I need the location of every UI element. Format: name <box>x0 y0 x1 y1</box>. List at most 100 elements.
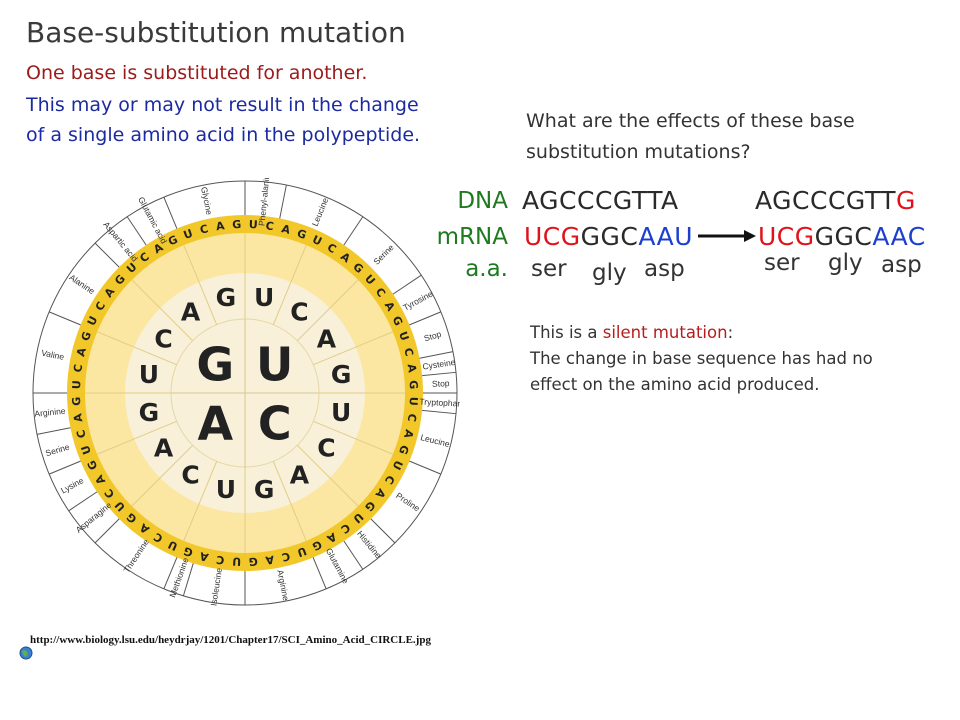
second-ring-divider <box>183 244 218 325</box>
second-ring-divider <box>96 331 177 366</box>
second-base-G: G <box>331 360 352 389</box>
amino-acid-divider <box>279 184 287 219</box>
third-base-G: G <box>248 555 258 568</box>
mutated-dna: AGCCCGTTG <box>755 186 916 215</box>
explanation-prefix: This is a <box>530 323 603 342</box>
original-aa-2: gly <box>592 260 627 286</box>
second-ring-divider <box>296 279 359 342</box>
third-base-G: G <box>396 443 411 456</box>
question-line-2: substitution mutations? <box>526 141 751 163</box>
amino-acid-divider <box>68 491 98 512</box>
third-base-A: A <box>405 363 419 374</box>
second-base-A: A <box>317 325 337 354</box>
amino-acid-divider <box>312 557 327 590</box>
first-base-U: U <box>256 337 293 391</box>
third-base-U: U <box>407 396 420 406</box>
page-title: Base-substitution mutation <box>26 16 406 49</box>
original-aa-1: ser <box>531 256 567 282</box>
amino-acid-divider <box>409 460 442 475</box>
second-ring-divider <box>272 244 307 325</box>
second-base-U: U <box>139 360 159 389</box>
amino-acid-divider <box>409 311 442 326</box>
second-base-A: A <box>154 433 174 462</box>
amino-acid-divider <box>343 540 364 570</box>
second-base-A: A <box>181 298 201 327</box>
amino-acid-label: Arginine <box>34 406 66 419</box>
amino-acid-divider <box>36 427 71 435</box>
amino-acid-label: Valine <box>41 348 66 362</box>
mutated-aa-1: ser <box>764 250 800 276</box>
second-base-C: C <box>181 460 199 489</box>
third-base-A: A <box>401 428 416 440</box>
amino-acid-divider <box>422 409 457 415</box>
second-ring-divider <box>313 420 394 455</box>
mutated-dna-unchanged: AGCCCGTT <box>755 186 896 215</box>
intro-line-2: This may or may not result in the change <box>26 94 419 116</box>
third-base-U: U <box>79 443 94 456</box>
third-base-C: C <box>401 347 416 358</box>
mutated-codon-2: GGC <box>814 222 873 251</box>
third-base-A: A <box>71 412 85 423</box>
second-ring-divider <box>183 461 218 542</box>
second-ring-divider <box>296 444 359 507</box>
second-ring-divider <box>272 461 307 542</box>
second-ring-divider <box>96 420 177 455</box>
amino-acid-divider <box>419 351 454 359</box>
amino-acid-divider <box>126 216 147 246</box>
third-base-A: A <box>280 222 292 237</box>
amino-acid-label: Tryptophan <box>419 397 460 409</box>
third-base-C: C <box>215 553 225 567</box>
mutated-mrna: UCGGGCAAC <box>758 222 926 251</box>
dna-label: DNA <box>457 188 508 214</box>
first-base-C: C <box>258 397 292 451</box>
third-base-A: A <box>215 219 226 233</box>
second-base-C: C <box>317 433 335 462</box>
third-base-G: G <box>407 380 420 390</box>
second-ring-divider <box>313 331 394 366</box>
amino-acid-divider <box>94 242 120 268</box>
third-base-G: G <box>295 227 308 242</box>
amino-acid-divider <box>48 311 81 326</box>
first-base-A: A <box>197 397 233 451</box>
source-url[interactable]: http://www.biology.lsu.edu/heydrjay/1201… <box>30 634 431 646</box>
amino-acid-divider <box>182 563 194 596</box>
amino-acid-label: Cysteine <box>422 357 456 372</box>
aa-label: a.a. <box>465 256 508 282</box>
third-base-U: U <box>70 380 83 390</box>
third-base-U: U <box>295 544 308 559</box>
original-mrna: UCGGGCAAU <box>524 222 693 251</box>
third-base-C: C <box>265 219 275 233</box>
arrow-icon <box>698 230 756 242</box>
intro-line-3: of a single amino acid in the polypeptid… <box>26 124 421 146</box>
amino-acid-label: Stop <box>423 329 443 344</box>
second-base-C: C <box>154 325 172 354</box>
third-base-G: G <box>79 330 94 343</box>
amino-acid-divider <box>343 216 364 246</box>
third-base-U: U <box>396 330 411 343</box>
amino-acid-divider <box>392 274 422 295</box>
third-base-C: C <box>74 428 89 439</box>
amino-acid-divider <box>94 518 120 544</box>
third-base-G: G <box>182 544 195 559</box>
mutated-codon-1: UCG <box>758 222 815 251</box>
third-base-A: A <box>264 553 275 567</box>
first-base-G: G <box>196 337 234 391</box>
silent-mutation-term: silent mutation <box>602 323 728 342</box>
codon-2: GGC <box>580 222 639 251</box>
second-base-G: G <box>216 283 237 312</box>
third-base-G: G <box>70 396 83 406</box>
amino-acid-label: Stop <box>432 378 450 389</box>
mrna-label: mRNA <box>436 224 508 250</box>
explanation: This is a silent mutation: The change in… <box>530 320 873 398</box>
second-base-C: C <box>290 298 308 327</box>
codon-3: AAU <box>638 222 694 251</box>
amino-acid-divider <box>370 518 396 544</box>
third-base-A: A <box>74 346 89 358</box>
second-base-A: A <box>290 460 310 489</box>
second-base-U: U <box>331 398 351 427</box>
third-base-C: C <box>71 363 85 373</box>
mutated-aa-3: asp <box>881 252 922 278</box>
second-ring-divider <box>131 444 194 507</box>
amino-acid-divider <box>422 371 457 377</box>
third-base-U: U <box>248 218 258 231</box>
